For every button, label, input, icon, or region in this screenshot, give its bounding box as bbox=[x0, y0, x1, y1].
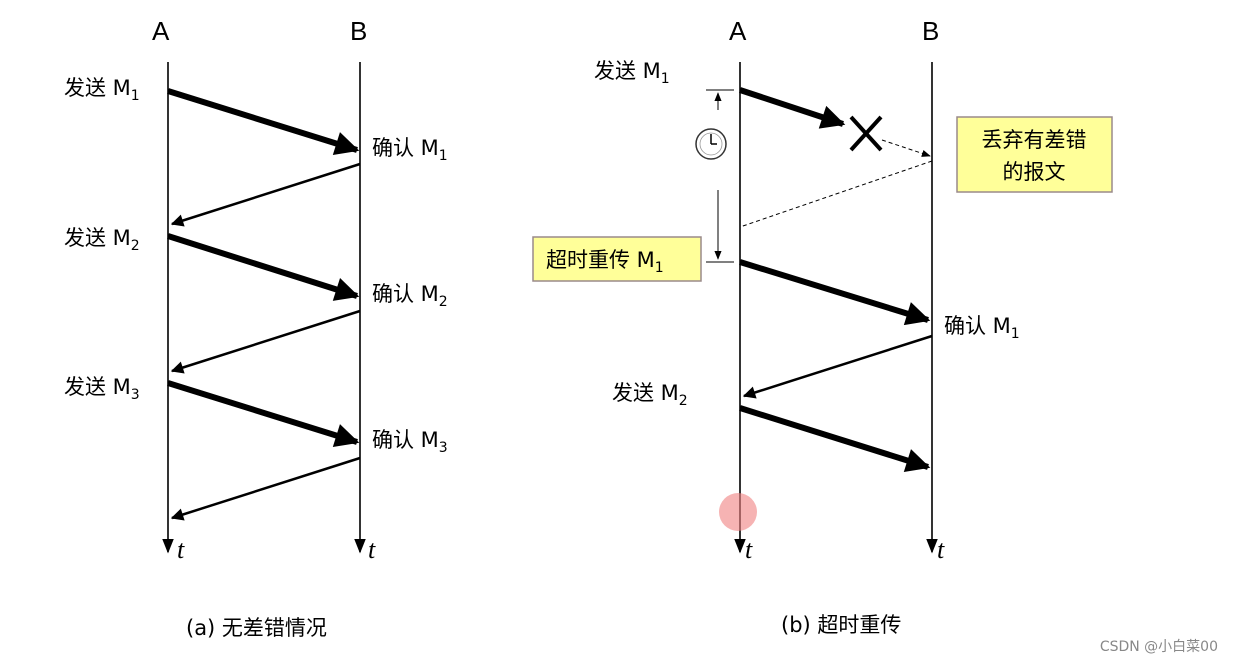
send-label-m3: 发送 M3 bbox=[64, 375, 140, 403]
clock-icon bbox=[695, 128, 727, 160]
error-cross-icon bbox=[849, 115, 883, 152]
ack-arrow-m3 bbox=[170, 456, 361, 521]
node-a-label: A bbox=[729, 16, 747, 46]
time-label-a: t bbox=[745, 535, 753, 564]
ack-arrow-m1 bbox=[170, 162, 361, 227]
retransmit-note: 超时重传 M1 bbox=[532, 236, 702, 282]
confirm-label-m1: 确认 M1 bbox=[944, 314, 1020, 342]
discard-note: 丢弃有差错 的报文 bbox=[956, 116, 1113, 193]
timeout-interval-marker bbox=[706, 89, 734, 263]
ack-arrow-m2 bbox=[170, 309, 361, 374]
watermark: CSDN @小白菜00 bbox=[1100, 639, 1218, 655]
panel-a: A B 发送 M1 发送 M2 发送 M3 确认 M1 确认 M2 确认 M3 … bbox=[64, 16, 448, 640]
send-label-m2: 发送 M2 bbox=[612, 381, 688, 409]
send-arrow-m1 bbox=[167, 88, 360, 156]
retransmit-label: 超时重传 M1 bbox=[546, 248, 664, 276]
node-b-label: B bbox=[350, 16, 367, 46]
time-label-b: t bbox=[937, 535, 945, 564]
confirm-label-m1: 确认 M1 bbox=[372, 136, 448, 164]
confirm-label-m3: 确认 M3 bbox=[372, 428, 448, 456]
send-arrow-m2 bbox=[167, 233, 360, 301]
send-arrow-m1-lost bbox=[739, 87, 846, 129]
caption-b: (b) 超时重传 bbox=[781, 613, 901, 637]
send-label-m2: 发送 M2 bbox=[64, 226, 140, 254]
retransmit-arrow-m1 bbox=[739, 259, 931, 326]
caption-a: (a) 无差错情况 bbox=[186, 616, 327, 640]
send-label-m1: 发送 M1 bbox=[594, 59, 670, 87]
time-label-a: t bbox=[177, 535, 185, 564]
send-arrow-m2 bbox=[739, 405, 931, 472]
no-ack-dashed-line bbox=[739, 160, 933, 228]
ack-arrow-m1 bbox=[742, 334, 933, 399]
discard-note-line1: 丢弃有差错 bbox=[982, 128, 1087, 152]
send-arrow-m3 bbox=[167, 380, 360, 448]
cursor-highlight bbox=[719, 493, 757, 531]
node-b-label: B bbox=[922, 16, 939, 46]
send-label-m1: 发送 M1 bbox=[64, 76, 140, 104]
time-label-b: t bbox=[368, 535, 376, 564]
discard-note-line2: 的报文 bbox=[1003, 160, 1066, 184]
node-a-label: A bbox=[152, 16, 170, 46]
confirm-label-m2: 确认 M2 bbox=[372, 282, 448, 310]
lost-packet-dashed-line bbox=[881, 139, 931, 157]
panel-b: A B 发送 M1 丢弃有差错 的报文 bbox=[532, 16, 1113, 637]
